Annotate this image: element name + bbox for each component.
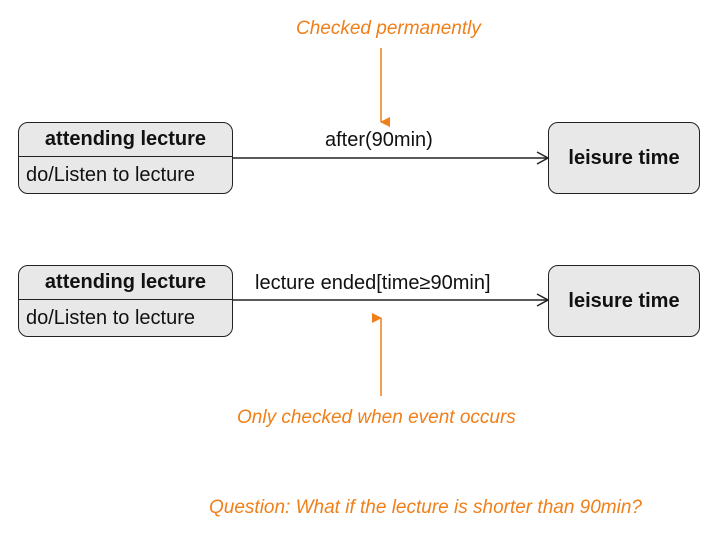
state-divider bbox=[19, 299, 232, 300]
state-attending-lecture-2: attending lecture do/Listen to lecture bbox=[18, 265, 233, 337]
state-attending-lecture-1: attending lecture do/Listen to lecture bbox=[18, 122, 233, 194]
state-title: attending lecture bbox=[44, 128, 207, 150]
transition-label-1: after(90min) bbox=[325, 129, 433, 151]
state-title: attending lecture bbox=[44, 271, 207, 293]
annotation-only-checked-on-event: Only checked when event occurs bbox=[237, 407, 516, 428]
state-leisure-time-2: leisure time bbox=[548, 265, 700, 337]
question-text: Question: What if the lecture is shorter… bbox=[209, 497, 642, 518]
state-activity: do/Listen to lecture bbox=[26, 307, 195, 329]
state-activity: do/Listen to lecture bbox=[26, 164, 195, 186]
state-divider bbox=[19, 156, 232, 157]
state-leisure-time-1: leisure time bbox=[548, 122, 700, 194]
state-title: leisure time bbox=[568, 289, 680, 312]
transition-label-2: lecture ended[time≥90min] bbox=[255, 272, 491, 294]
state-title: leisure time bbox=[568, 146, 680, 169]
annotation-checked-permanently: Checked permanently bbox=[296, 18, 481, 39]
